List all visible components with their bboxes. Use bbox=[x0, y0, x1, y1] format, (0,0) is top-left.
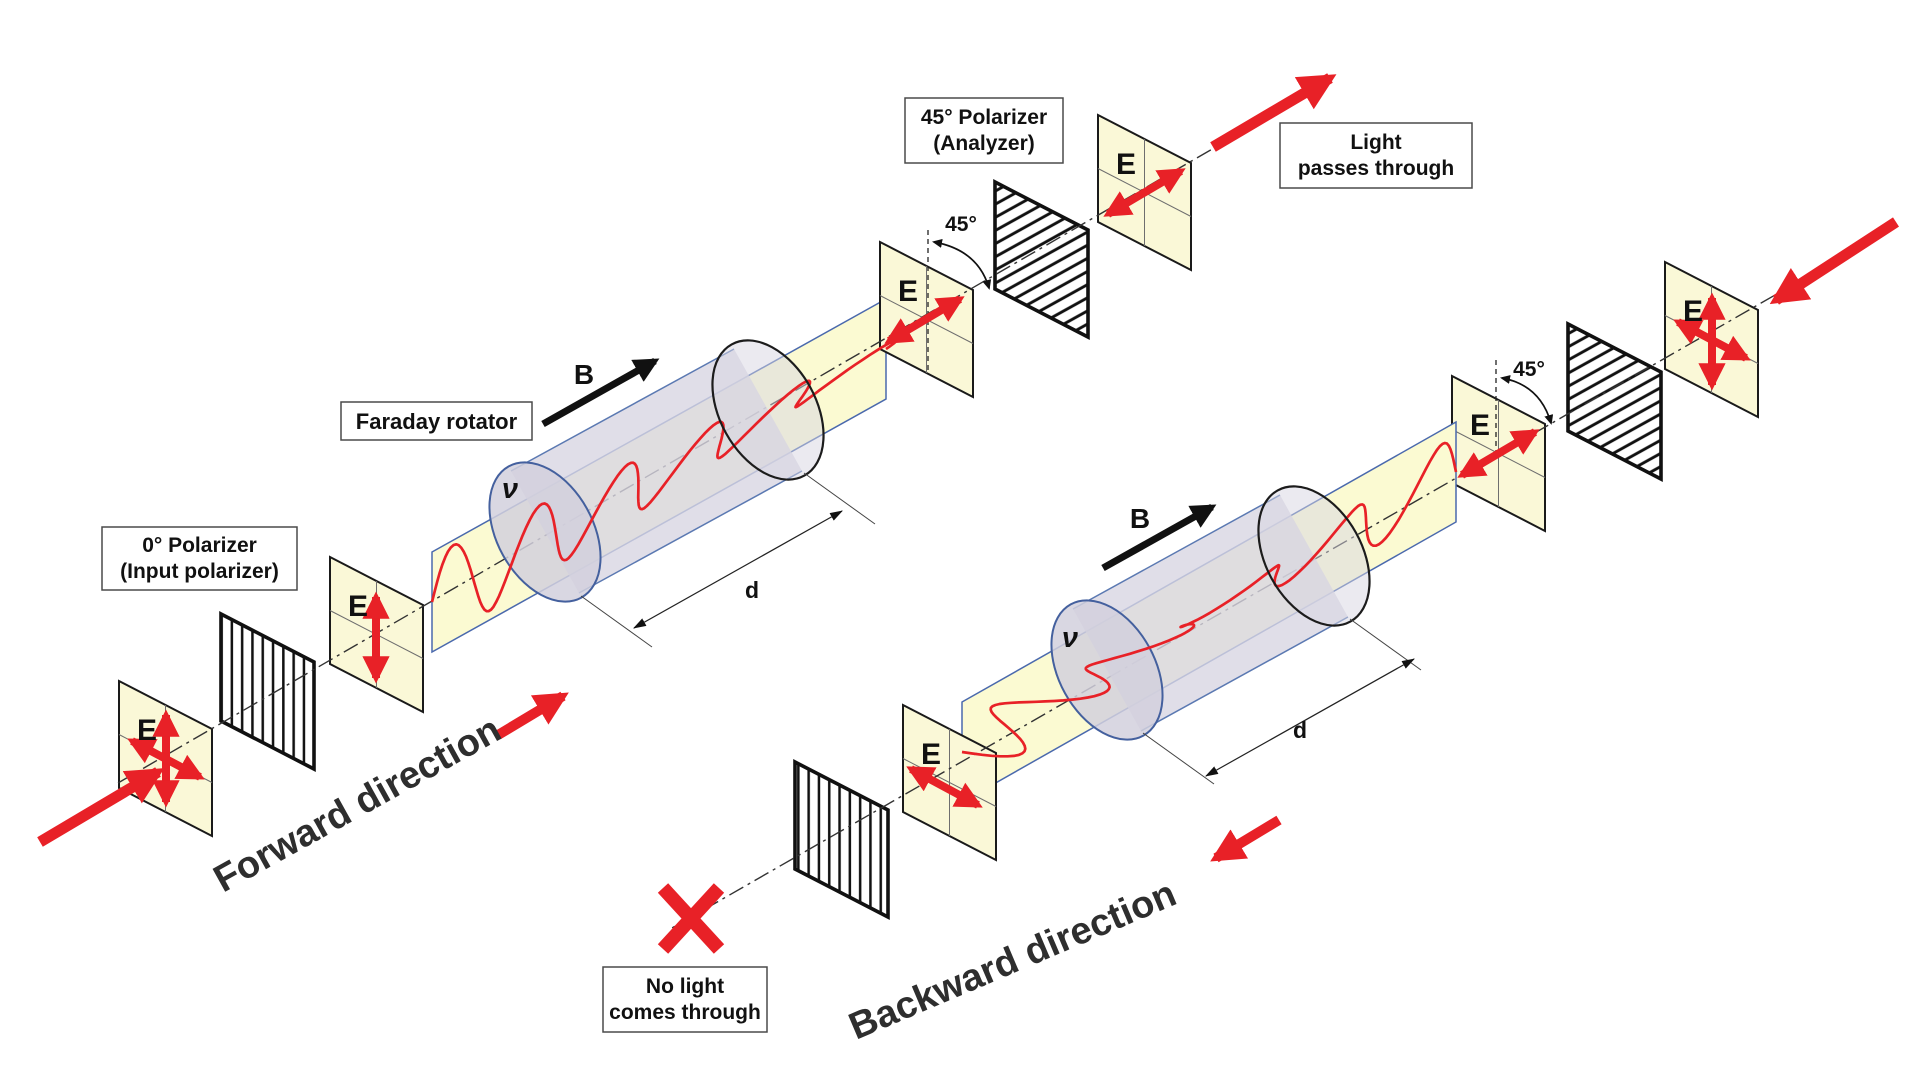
backward-45-arrow bbox=[1457, 428, 1540, 479]
forward-optical-axis bbox=[117, 147, 1215, 784]
length-label: d bbox=[745, 577, 759, 603]
label-line2: comes through bbox=[609, 1001, 761, 1024]
label-line1: 45° Polarizer bbox=[921, 106, 1047, 129]
angle-label: 45° bbox=[1513, 358, 1545, 381]
light-passes-beam-arrow bbox=[1210, 73, 1337, 152]
label-line2: (Analyzer) bbox=[933, 132, 1035, 155]
b-field-label: B bbox=[574, 359, 594, 390]
grating-border bbox=[793, 759, 890, 920]
backward-input-beam-arrow bbox=[1769, 217, 1899, 305]
e-label: E bbox=[348, 590, 368, 623]
input-polarizer-grating bbox=[219, 611, 316, 772]
cylinder-far-cap-outline bbox=[711, 339, 825, 481]
forward-45deg-indicator: 45° bbox=[927, 213, 992, 372]
e-label: E bbox=[921, 738, 941, 771]
b-field-label: B bbox=[1130, 503, 1150, 534]
angle-label: 45° bbox=[945, 213, 977, 236]
label-line1: Light bbox=[1350, 131, 1401, 154]
output-45-arrow bbox=[1103, 167, 1186, 218]
hatch-border bbox=[993, 179, 1090, 340]
backward-faraday-rotator bbox=[961, 441, 1458, 758]
unpolarized-horizontal-arrow bbox=[1673, 318, 1751, 362]
e-label: E bbox=[1470, 409, 1490, 442]
forward-faraday-rotator bbox=[430, 338, 899, 613]
grating-face bbox=[795, 762, 888, 917]
dimension-line bbox=[1205, 658, 1415, 777]
backward-45deg-grating bbox=[1566, 321, 1663, 482]
input-polarizer-label-box: 0° Polarizer (Input polarizer) bbox=[101, 526, 298, 591]
forward-direction-arrow bbox=[495, 691, 569, 740]
label-line2: (Input polarizer) bbox=[120, 560, 279, 583]
forward-length-dimension: d bbox=[580, 472, 876, 648]
extension-line bbox=[580, 595, 653, 648]
extension-line bbox=[803, 472, 876, 525]
label-line1: 0° Polarizer bbox=[142, 534, 257, 557]
grating-border bbox=[219, 611, 316, 772]
backward-direction-title: Backward direction bbox=[843, 873, 1182, 1049]
hatch-face bbox=[1568, 324, 1661, 479]
backward-b-field: B bbox=[1101, 503, 1217, 572]
dimension-line bbox=[633, 510, 843, 629]
label-line2: passes through bbox=[1298, 157, 1454, 180]
e-label: E bbox=[137, 714, 157, 747]
forward-light-wave bbox=[430, 338, 899, 613]
backward-direction-arrow bbox=[1210, 815, 1282, 863]
backward-length-dimension: d bbox=[1142, 618, 1422, 785]
unpolarized-horizontal-arrow bbox=[127, 737, 205, 781]
blocked-light-x-mark bbox=[657, 883, 725, 954]
cylinder-near-cap bbox=[488, 461, 602, 603]
analyzer-label-box: 45° Polarizer (Analyzer) bbox=[904, 97, 1064, 164]
polarization-45-arrow bbox=[884, 295, 965, 345]
blocking-polarizer-grating bbox=[793, 759, 890, 920]
extension-line bbox=[1142, 732, 1215, 785]
faraday-rotator-label-box: Faraday rotator bbox=[340, 401, 533, 441]
angle-arc bbox=[1500, 375, 1554, 425]
analyzer-grating bbox=[993, 179, 1090, 340]
grating-face bbox=[221, 614, 314, 769]
label-line1: Faraday rotator bbox=[356, 409, 518, 434]
cylinder-far-cap-fill bbox=[712, 340, 824, 480]
hatch-face bbox=[995, 182, 1088, 337]
e-label: E bbox=[1683, 295, 1703, 328]
red-arrows bbox=[37, 73, 1899, 954]
extension-line bbox=[1349, 618, 1422, 671]
forward-input-beam-arrow bbox=[37, 767, 165, 847]
length-label: d bbox=[1293, 717, 1307, 743]
e-label: E bbox=[898, 275, 918, 308]
b-field-arrow bbox=[541, 357, 660, 428]
cylinder-far-cap-outline bbox=[1257, 485, 1371, 627]
e-label: E bbox=[1116, 148, 1136, 181]
b-field-arrow bbox=[1101, 503, 1217, 572]
forward-frequency-label: ν bbox=[502, 473, 518, 505]
hatch-border bbox=[1566, 321, 1663, 482]
backward-light-wave bbox=[961, 441, 1458, 758]
light-passes-label-box: Light passes through bbox=[1279, 122, 1473, 189]
label-line1: No light bbox=[646, 975, 724, 998]
backward-90-arrow bbox=[906, 765, 983, 809]
backward-frequency-label: ν bbox=[1062, 622, 1078, 654]
forward-b-field: B bbox=[541, 357, 660, 428]
no-light-label-box: No light comes through bbox=[602, 966, 768, 1033]
angle-arc bbox=[932, 239, 992, 290]
